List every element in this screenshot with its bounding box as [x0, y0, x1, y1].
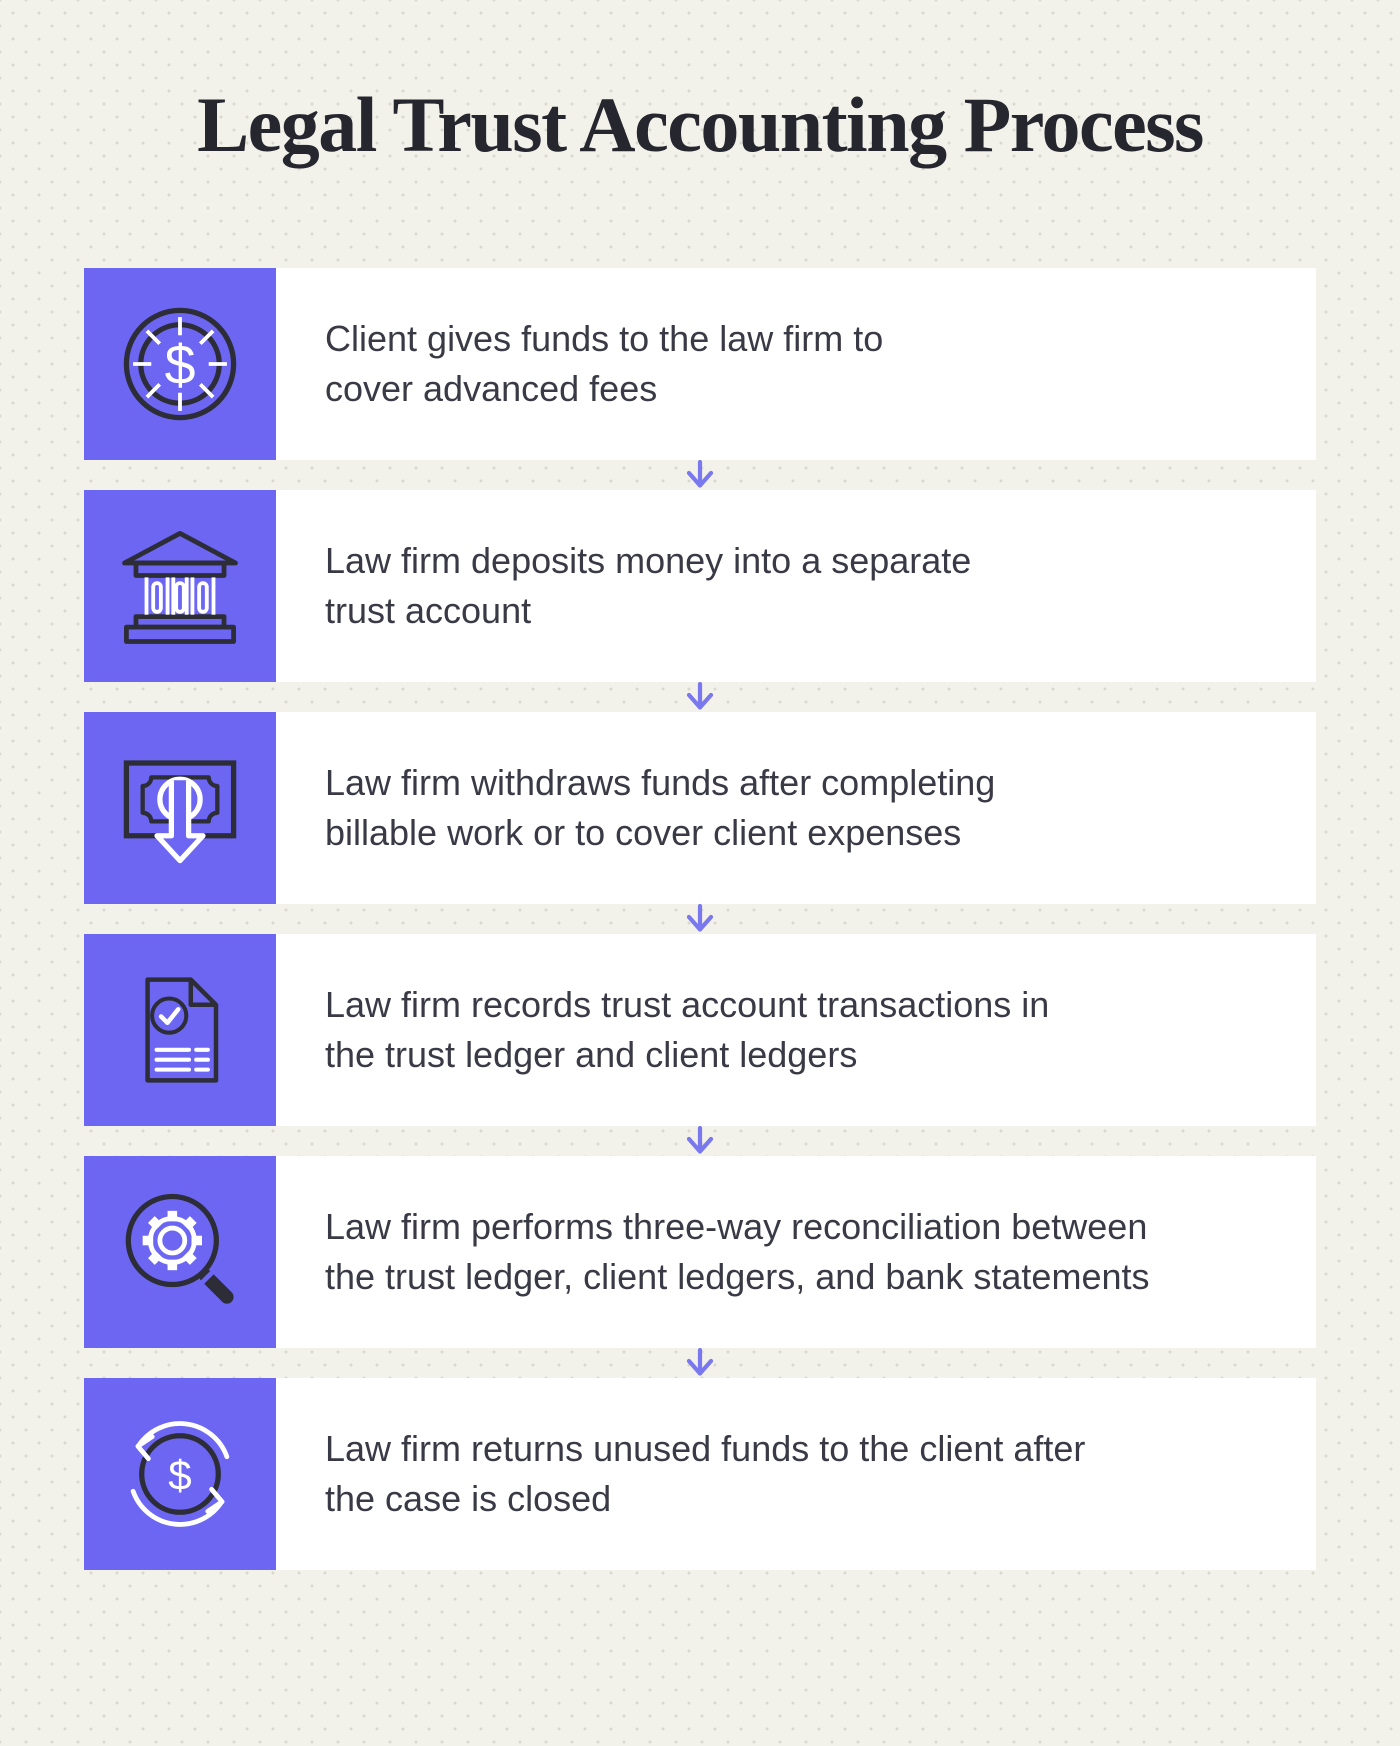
step-1-line-2: cover advanced fees [325, 368, 658, 409]
withdraw-cash-icon [123, 760, 237, 864]
process-steps: $ Client gives funds to the law firm to … [84, 268, 1316, 1570]
step-6-text: Law firm returns unused funds to the cli… [276, 1378, 1316, 1570]
ledger-document-icon [145, 977, 219, 1083]
flow-gap-5 [84, 1348, 1316, 1378]
step-2-text: Law firm deposits money into a separate … [276, 490, 1316, 682]
step-2-line-2: trust account [325, 590, 532, 631]
step-3-icon-box [84, 712, 276, 904]
step-6-line-2: the case is closed [325, 1478, 612, 1519]
step-6-icon-box: $ [84, 1378, 276, 1570]
arrow-down-icon [686, 904, 714, 932]
step-2-line-1: Law firm deposits money into a separate [325, 540, 972, 581]
step-5-icon-box [84, 1156, 276, 1348]
svg-text:$: $ [165, 334, 196, 396]
step-1-line-1: Client gives funds to the law firm to [325, 318, 884, 359]
step-5-text: Law firm performs three-way reconciliati… [276, 1156, 1316, 1348]
step-4-line-2: the trust ledger and client ledgers [325, 1034, 858, 1075]
bank-icon [122, 530, 238, 644]
step-4-text: Law firm records trust account transacti… [276, 934, 1316, 1126]
step-5-line-2: the trust ledger, client ledgers, and ba… [325, 1256, 1150, 1297]
step-row-2: Law firm deposits money into a separate … [84, 490, 1316, 682]
flow-gap-1 [84, 460, 1316, 490]
coin-icon: $ [123, 307, 237, 421]
step-row-3: Law firm withdraws funds after completin… [84, 712, 1316, 904]
step-1-icon-box: $ [84, 268, 276, 460]
step-1-text: Client gives funds to the law firm to co… [276, 268, 1316, 460]
return-funds-icon: $ [130, 1421, 230, 1527]
svg-text:$: $ [168, 1451, 191, 1498]
step-3-line-1: Law firm withdraws funds after completin… [325, 762, 996, 803]
arrow-down-icon [686, 460, 714, 488]
arrow-down-icon [686, 1126, 714, 1154]
step-3-line-2: billable work or to cover client expense… [325, 812, 962, 853]
step-row-6: $ Law firm returns unused funds to the c… [84, 1378, 1316, 1570]
step-row-5: Law firm performs three-way reconciliati… [84, 1156, 1316, 1348]
step-6-line-1: Law firm returns unused funds to the cli… [325, 1428, 1086, 1469]
step-3-text: Law firm withdraws funds after completin… [276, 712, 1316, 904]
page-title: Legal Trust Accounting Process [197, 81, 1204, 168]
step-4-icon-box [84, 934, 276, 1126]
step-2-icon-box [84, 490, 276, 682]
arrow-down-icon [686, 682, 714, 710]
flow-gap-2 [84, 682, 1316, 712]
step-5-line-1: Law firm performs three-way reconciliati… [325, 1206, 1148, 1247]
reconciliation-magnifier-icon [125, 1193, 234, 1304]
step-row-1: $ Client gives funds to the law firm to … [84, 268, 1316, 460]
step-4-line-1: Law firm records trust account transacti… [325, 984, 1050, 1025]
arrow-down-icon [686, 1348, 714, 1376]
flow-gap-3 [84, 904, 1316, 934]
step-row-4: Law firm records trust account transacti… [84, 934, 1316, 1126]
flow-gap-4 [84, 1126, 1316, 1156]
